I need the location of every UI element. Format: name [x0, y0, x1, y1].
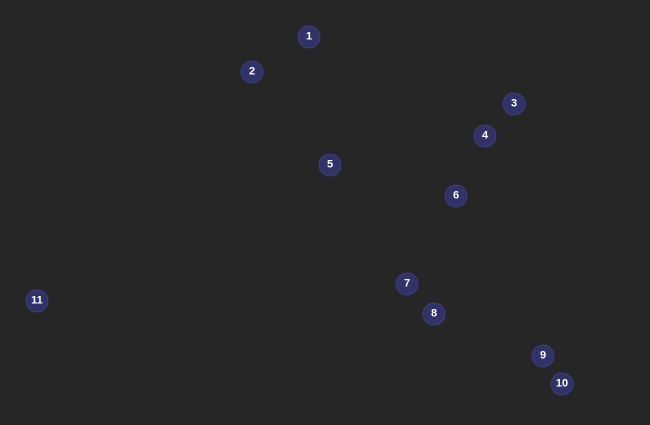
marker-badge-8[interactable]: 8	[422, 302, 446, 326]
marker-badge-3[interactable]: 3	[502, 92, 526, 116]
marker-badge-11[interactable]: 11	[25, 289, 49, 313]
marker-badge-9[interactable]: 9	[531, 344, 555, 368]
marker-badge-4[interactable]: 4	[473, 124, 497, 148]
marker-badge-10[interactable]: 10	[550, 372, 574, 396]
marker-badge-2[interactable]: 2	[240, 60, 264, 84]
marker-badge-1[interactable]: 1	[297, 25, 321, 49]
marker-badge-5[interactable]: 5	[318, 153, 342, 177]
marker-badge-6[interactable]: 6	[444, 184, 468, 208]
marker-badge-7[interactable]: 7	[395, 272, 419, 296]
